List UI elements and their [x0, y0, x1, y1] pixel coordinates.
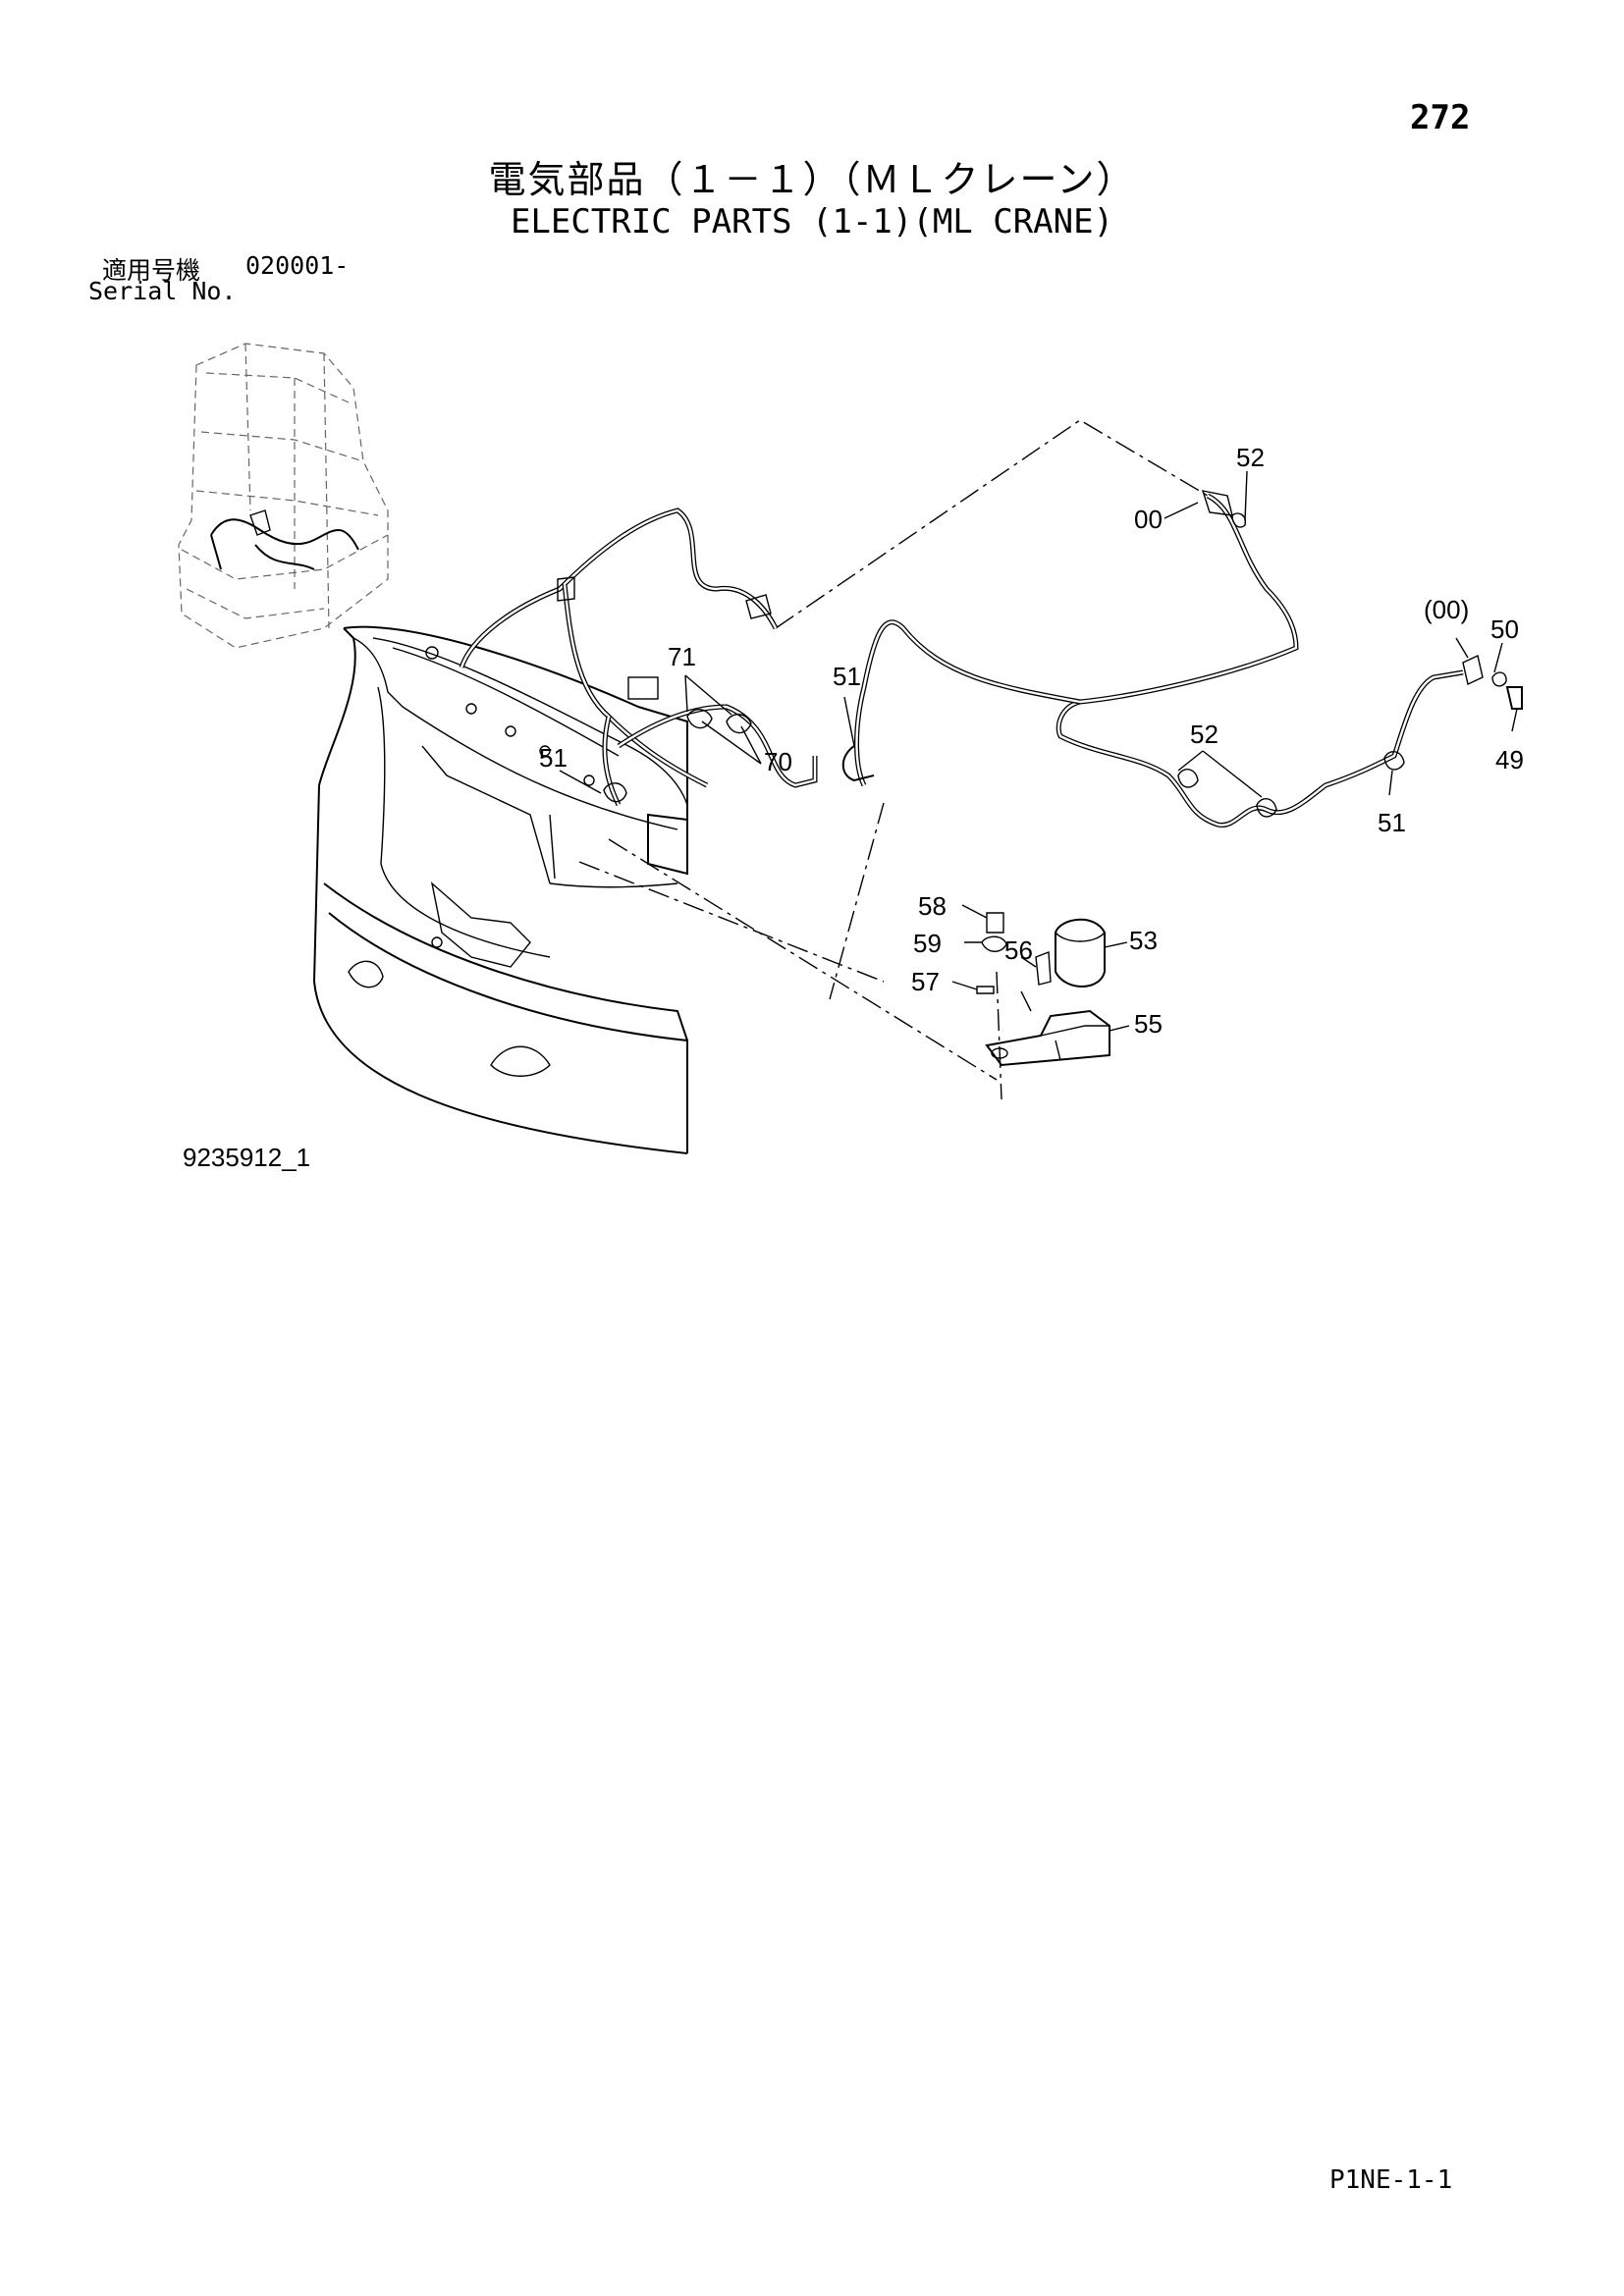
callout-70: 70: [764, 747, 792, 776]
callout-50: 50: [1490, 614, 1519, 644]
callout-57: 57: [911, 967, 940, 996]
callout-51-left: 51: [539, 743, 568, 773]
callout-58: 58: [918, 891, 947, 921]
bracket-assembly: [976, 912, 1110, 1067]
callout-leaders: [559, 470, 1518, 1032]
callout-00-paren: (00): [1424, 595, 1469, 624]
callout-51-right: 51: [1378, 808, 1406, 837]
figure-id: 9235912_1: [183, 1143, 311, 1172]
callout-53: 53: [1129, 926, 1158, 955]
harness-right: [841, 490, 1523, 828]
serial-number-value: 020001-: [245, 251, 350, 280]
serial-label-english: Serial No.: [88, 277, 237, 305]
page-title-english: ELECTRIC PARTS (1-1)(ML CRANE): [510, 202, 1114, 241]
callout-59: 59: [913, 929, 942, 958]
leader-lines: [578, 419, 1209, 1100]
machine-overview-inset: [178, 343, 389, 649]
callout-49: 49: [1495, 745, 1524, 774]
page-code: P1NE-1-1: [1329, 2165, 1453, 2195]
callout-55: 55: [1134, 1009, 1163, 1039]
harness-left: [459, 507, 818, 807]
callout-51-mid: 51: [833, 662, 861, 691]
callout-71: 71: [668, 642, 696, 671]
callout-56: 56: [1004, 935, 1033, 965]
callout-52-top: 52: [1236, 443, 1265, 472]
page-title-japanese: 電気部品（１－１）（ＭＬクレーン）: [488, 158, 1136, 201]
serial-label-japanese: 適用号機: [102, 256, 201, 285]
callout-00: 00: [1134, 505, 1163, 534]
callout-52-mid: 52: [1190, 720, 1218, 749]
counterweight: [312, 625, 688, 1154]
page-number: 272: [1410, 98, 1471, 137]
